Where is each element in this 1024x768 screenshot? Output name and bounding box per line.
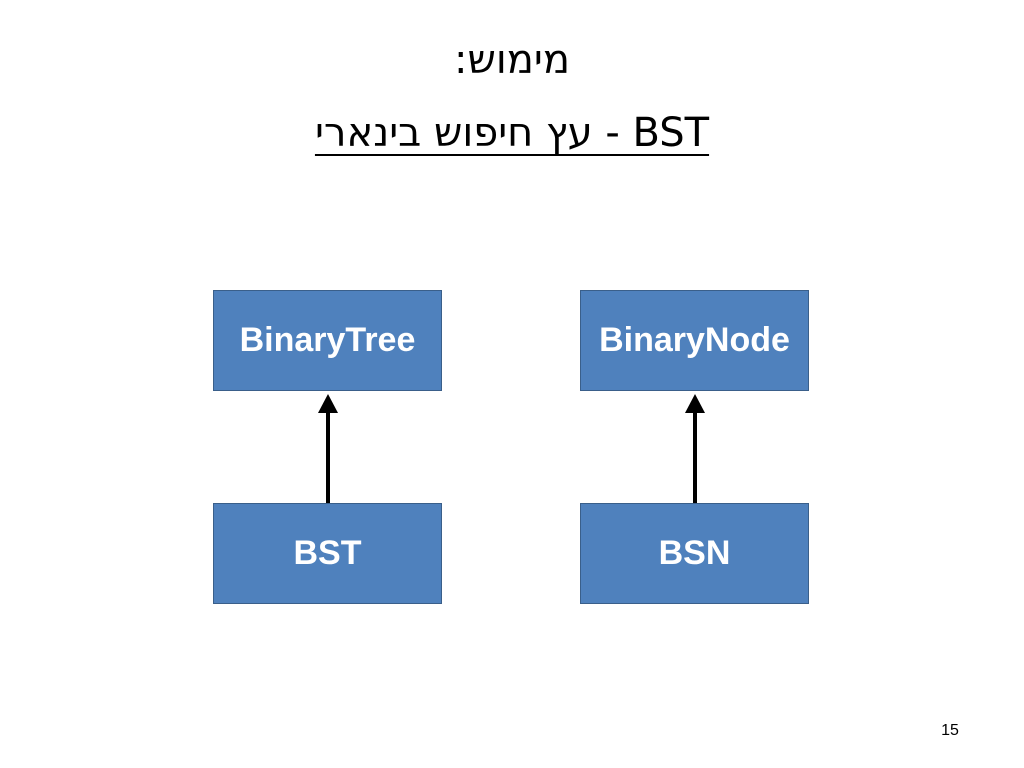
bsn-box: BSN [580, 503, 809, 604]
binary-node-box: BinaryNode [580, 290, 809, 391]
slide-title-line2-text: BST - עץ חיפוש בינארי [314, 110, 710, 156]
slide-title-line2: BST - עץ חיפוש בינארי [0, 103, 1024, 163]
page-number: 15 [941, 722, 959, 739]
bst-box: BST [213, 503, 442, 604]
arrowhead-binarynode [685, 394, 705, 413]
slide-title-line1: מימוש: [454, 37, 570, 83]
arrowhead-binarytree [318, 394, 338, 413]
binary-tree-box: BinaryTree [213, 290, 442, 391]
